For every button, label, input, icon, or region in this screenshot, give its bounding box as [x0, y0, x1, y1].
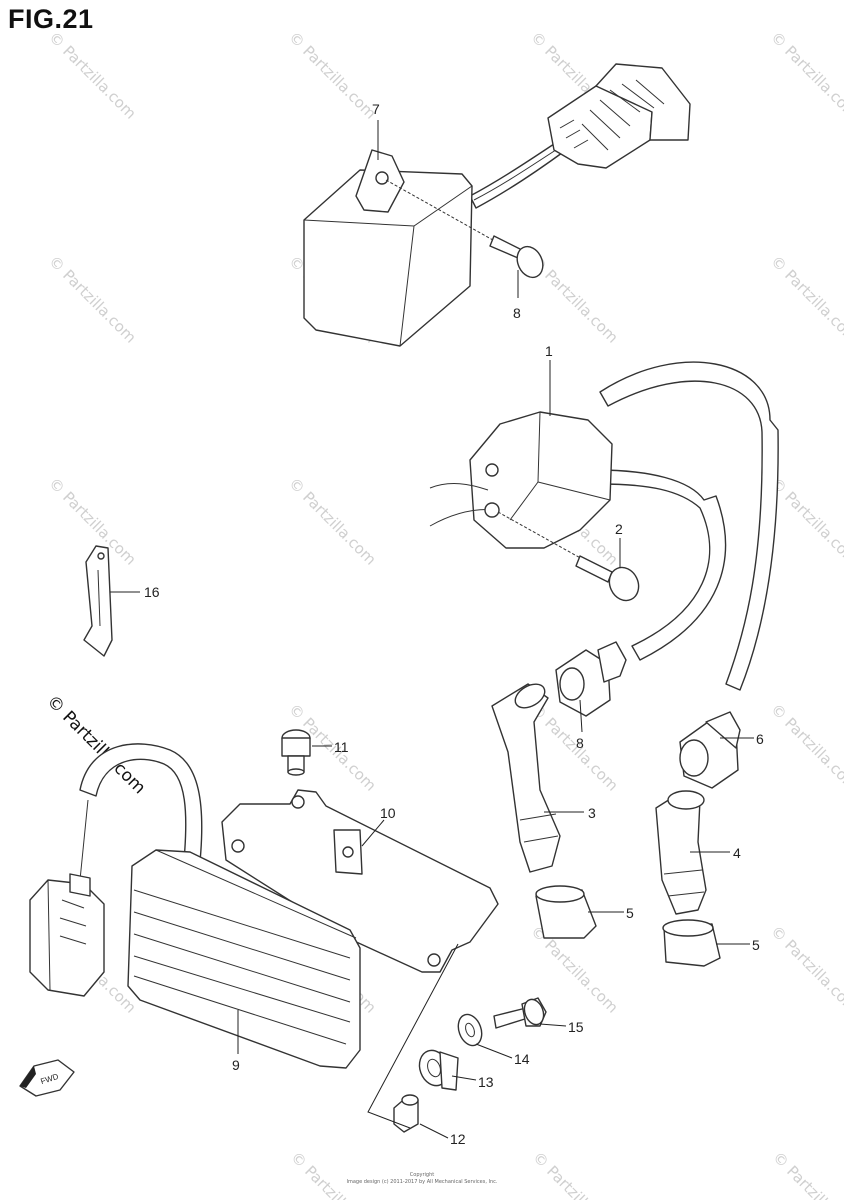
callout-10: 10 [380, 805, 396, 821]
plug-cap-part-4 [655, 790, 707, 915]
ignition-coil-part-1 [429, 361, 779, 691]
cdi-unit-part-7 [303, 63, 691, 347]
watermark: © Partzilla.com [287, 1148, 382, 1200]
callout-15: 15 [568, 1019, 584, 1035]
leader-lines [110, 120, 754, 1139]
callout-12: 12 [450, 1131, 466, 1147]
watermark: © Partzilla.com [767, 922, 844, 1017]
watermark: © Partzilla.com [767, 700, 844, 795]
callout-4: 4 [733, 845, 741, 861]
watermark: © Partzilla.com [529, 1148, 624, 1200]
callout-13: 13 [478, 1074, 494, 1090]
cover-part-5-right [662, 919, 721, 967]
callout-6: 6 [756, 731, 764, 747]
seal-part-6-right [679, 711, 741, 789]
grommet-part-13 [418, 1049, 459, 1091]
bolt-part-11 [281, 729, 311, 776]
assembly-line-lower [367, 943, 459, 1129]
watermark: © Partzilla.com [767, 28, 844, 123]
callout-3: 3 [588, 805, 596, 821]
cover-part-5-left [535, 885, 597, 939]
clamp-part-16 [83, 545, 113, 657]
callout-8-lower: 8 [576, 735, 584, 751]
bolt-part-15 [493, 997, 547, 1029]
figure-title: FIG.21 [8, 4, 94, 34]
watermark: © Partzilla.com [767, 252, 844, 347]
watermark: © Partzilla.com [285, 474, 380, 569]
callout-14: 14 [514, 1051, 530, 1067]
watermark: © Partzilla.com [767, 474, 844, 569]
watermark: © Partzilla.com [285, 28, 380, 123]
callout-7: 7 [372, 101, 380, 117]
copyright-line-2: Image design (c) 2011-2017 by All Mechan… [347, 1179, 498, 1185]
plug-cap-part-3 [491, 683, 561, 873]
callout-9: 9 [232, 1057, 240, 1073]
copyright-line-1: Copyright [410, 1172, 434, 1178]
callout-5-right: 5 [752, 937, 760, 953]
watermark: © Partzilla.com [45, 28, 140, 123]
watermark: © Partzilla.com [527, 700, 622, 795]
callouts: 7 8 1 2 16 8 6 11 10 3 4 5 5 9 15 14 13 … [144, 101, 764, 1147]
forward-arrow: FWD [19, 1059, 75, 1097]
callout-1: 1 [545, 343, 553, 359]
seal-part-6-upper [555, 641, 627, 717]
callout-2: 2 [615, 521, 623, 537]
watermark: © Partzilla.com [769, 1148, 844, 1200]
callout-16: 16 [144, 584, 160, 600]
callout-8-top: 8 [513, 305, 521, 321]
washer-part-14 [457, 1013, 483, 1047]
callout-11: 11 [334, 739, 349, 755]
regulator-part-9 [29, 743, 361, 1069]
callout-5-left: 5 [626, 905, 634, 921]
bracket-part-10 [221, 789, 499, 973]
collar-part-12 [393, 1094, 419, 1133]
watermark: © Partzilla.com [45, 252, 140, 347]
